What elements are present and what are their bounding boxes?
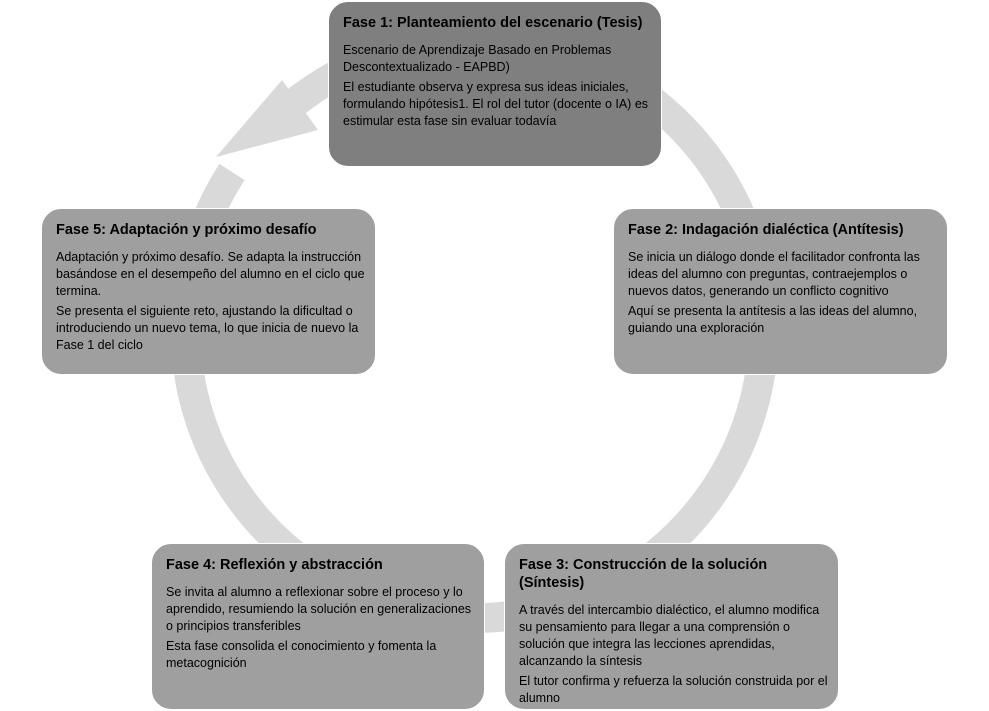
phase-1-title: Fase 1: Planteamiento del escenario (Tes… bbox=[343, 15, 643, 31]
phase-5-text-2: Se presenta el siguiente reto, ajustando… bbox=[56, 304, 359, 352]
phase-3-text-1: A través del intercambio dialéctico, el … bbox=[519, 603, 820, 668]
phase-3-box: Fase 3: Construcción de la solución (Sín… bbox=[504, 543, 839, 710]
phase-2-text-2: Aquí se presenta la antítesis a las idea… bbox=[628, 304, 918, 335]
phase-1-text-1: Escenario de Aprendizaje Basado en Probl… bbox=[343, 43, 612, 74]
phase-4-title: Fase 4: Reflexión y abstracción bbox=[166, 557, 383, 573]
phase-2-title: Fase 2: Indagación dialéctica (Antítesis… bbox=[628, 222, 904, 238]
phase-2-text-1: Se inicia un diálogo donde el facilitado… bbox=[628, 250, 920, 298]
phase-3-title: Fase 3: Construcción de la solución (Sín… bbox=[519, 557, 768, 591]
phase-2-box: Fase 2: Indagación dialéctica (Antítesis… bbox=[613, 208, 948, 375]
phase-5-box: Fase 5: Adaptación y próximo desafío Ada… bbox=[41, 208, 376, 375]
phase-1-text-2: El estudiante observa y expresa sus idea… bbox=[343, 80, 649, 128]
cycle-arrowhead bbox=[216, 80, 318, 157]
phase-4-text-1: Se invita al alumno a reflexionar sobre … bbox=[166, 585, 472, 633]
phase-4-box: Fase 4: Reflexión y abstracción Se invit… bbox=[151, 543, 485, 710]
phase-3-text-2: El tutor confirma y refuerza la solución… bbox=[519, 674, 828, 705]
phase-5-text-1: Adaptación y próximo desafío. Se adapta … bbox=[56, 250, 365, 298]
phase-1-box: Fase 1: Planteamiento del escenario (Tes… bbox=[328, 1, 662, 167]
phase-4-text-2: Esta fase consolida el conocimiento y fo… bbox=[166, 639, 437, 670]
phase-5-title: Fase 5: Adaptación y próximo desafío bbox=[56, 222, 317, 238]
